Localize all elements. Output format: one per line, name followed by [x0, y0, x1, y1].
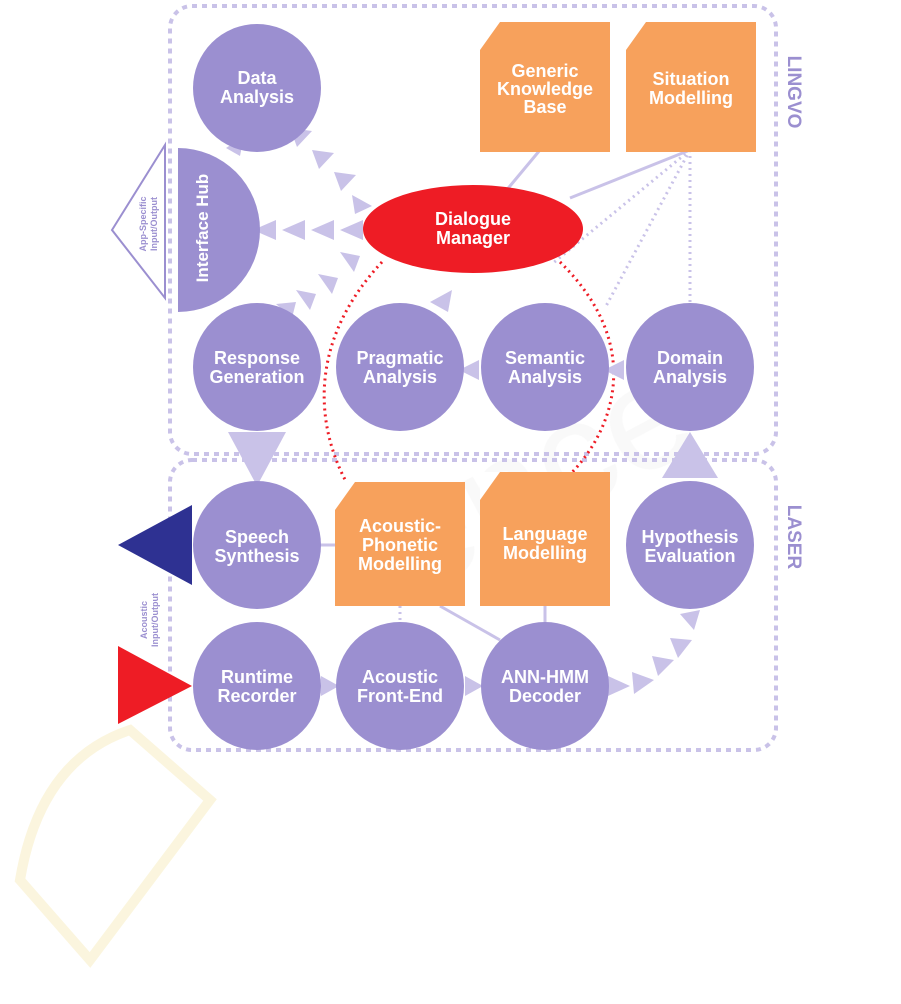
- acoustic-label-2: Input/Output: [150, 593, 160, 647]
- interface-hub-label: Interface Hub: [193, 174, 212, 283]
- interface-hub-node: Interface Hub: [178, 148, 260, 312]
- acoustic-input-arrow: [118, 646, 192, 724]
- acoustic-io: Acoustic Input/Output: [118, 505, 192, 724]
- dialogue-manager-label-2: Manager: [436, 228, 510, 248]
- ann-hmm-decoder-label-1: ANN-HMM: [501, 667, 589, 687]
- hypothesis-evaluation-node: Hypothesis Evaluation: [626, 481, 754, 609]
- hypothesis-evaluation-label-1: Hypothesis: [641, 527, 738, 547]
- lingvo-region-frame: [168, 4, 778, 456]
- ann-hmm-decoder-label-2: Decoder: [509, 686, 581, 706]
- semantic-analysis-label-2: Analysis: [508, 367, 582, 387]
- response-generation-label-1: Response: [214, 348, 300, 368]
- hypothesis-evaluation-label-2: Evaluation: [644, 546, 735, 566]
- generic-kb-label-3: Base: [523, 97, 566, 117]
- acoustic-phonetic-label-1: Acoustic-: [359, 516, 441, 536]
- connector-lines: [320, 148, 692, 642]
- runtime-recorder-label-2: Recorder: [217, 686, 296, 706]
- language-modelling-node: Language Modelling: [480, 472, 610, 606]
- data-analysis-label-2: Analysis: [220, 87, 294, 107]
- acoustic-label-1: Acoustic: [139, 601, 149, 639]
- dialogue-scope-arc: [322, 260, 616, 493]
- response-generation-label-2: Generation: [209, 367, 304, 387]
- acoustic-phonetic-label-2: Phonetic: [362, 535, 438, 555]
- ann-hmm-decoder-node: ANN-HMM Decoder: [481, 622, 609, 750]
- app-specific-io-icon: App-Specific Input/Output: [110, 141, 166, 301]
- acoustic-frontend-label-1: Acoustic: [362, 667, 438, 687]
- domain-analysis-node: Domain Analysis: [626, 303, 754, 431]
- generic-knowledge-base-node: Generic Knowledge Base: [480, 22, 610, 152]
- generic-kb-label-1: Generic: [511, 61, 578, 81]
- runtime-recorder-label-1: Runtime: [221, 667, 293, 687]
- speech-synthesis-node: Speech Synthesis: [193, 481, 321, 609]
- acoustic-frontend-node: Acoustic Front-End: [336, 622, 464, 750]
- data-analysis-node: Data Analysis: [193, 24, 321, 152]
- speech-synthesis-label-2: Synthesis: [214, 546, 299, 566]
- language-modelling-label-1: Language: [502, 524, 587, 544]
- acoustic-output-arrow: [118, 505, 192, 585]
- pragmatic-analysis-label-2: Analysis: [363, 367, 437, 387]
- acoustic-frontend-label-2: Front-End: [357, 686, 443, 706]
- speech-synthesis-label-1: Speech: [225, 527, 289, 547]
- pragmatic-analysis-node: Pragmatic Analysis: [336, 303, 464, 431]
- language-modelling-label-2: Modelling: [503, 543, 587, 563]
- situation-modelling-node: Situation Modelling: [626, 22, 756, 152]
- semantic-analysis-label-1: Semantic: [505, 348, 585, 368]
- laser-region-frame: [168, 458, 778, 752]
- domain-analysis-label-1: Domain: [657, 348, 723, 368]
- acoustic-phonetic-modelling-node: Acoustic- Phonetic Modelling: [335, 482, 465, 606]
- app-specific-label-1: App-Specific: [138, 196, 148, 251]
- response-generation-node: Response Generation: [193, 303, 321, 431]
- app-specific-label-2: Input/Output: [149, 197, 159, 251]
- laser-label: LASER: [783, 505, 804, 570]
- generic-kb-label-2: Knowledge: [497, 79, 593, 99]
- acoustic-phonetic-label-3: Modelling: [358, 554, 442, 574]
- data-analysis-label-1: Data: [237, 68, 277, 88]
- dialogue-manager-node: Dialogue Manager: [363, 185, 583, 273]
- dialogue-manager-label-1: Dialogue: [435, 209, 511, 229]
- lingvo-label: LINGVO: [783, 56, 804, 129]
- pragmatic-analysis-label-1: Pragmatic: [356, 348, 443, 368]
- domain-analysis-label-2: Analysis: [653, 367, 727, 387]
- runtime-recorder-node: Runtime Recorder: [193, 622, 321, 750]
- situation-modelling-label-1: Situation: [653, 69, 730, 89]
- situation-modelling-label-2: Modelling: [649, 88, 733, 108]
- semantic-analysis-node: Semantic Analysis: [481, 303, 609, 431]
